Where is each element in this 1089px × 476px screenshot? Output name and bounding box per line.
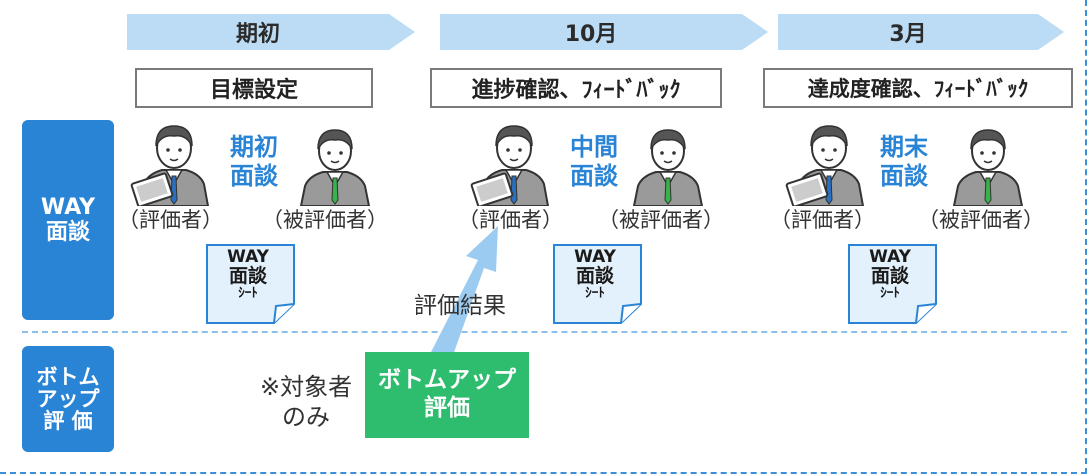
bottomup-line2: 評価 [424,395,470,421]
note-line2: のみ [282,403,331,431]
meeting-mid-line2: 面談 [570,161,618,190]
evaluator-icon [785,125,865,206]
side-bottomup-line2: アップ [36,386,100,411]
evaluatee-icon [299,129,371,206]
target-only-note: ※対象者 のみ [260,372,352,432]
note-line1: ※対象者 [260,373,353,401]
role-evaluatee: （被評価者） [598,208,724,232]
meeting-start-line1: 期初 [230,133,278,161]
meeting-end-line2: 面談 [880,161,928,190]
stage-achievement-check: 達成度確認、ﾌｨｰﾄﾞﾊﾞｯｸ [763,68,1073,108]
stage-progress-check: 進捗確認、ﾌｨｰﾄﾞﾊﾞｯｸ [430,68,722,108]
phase-bar-start: 期初 [127,14,389,50]
evaluation-result-label: 評価結果 [414,293,506,319]
sheet-label: WAY 面談 ｼｰﾄ [574,247,616,301]
role-evaluatee: （被評価者） [262,208,388,232]
meeting-label-end: 期末 面談 [880,133,928,191]
way-interview-sheet: WAY 面談 ｼｰﾄ [848,244,938,324]
role-evaluator: （評価者） [770,208,875,232]
side-bottomup-line3: 評 価 [43,409,93,434]
meeting-end-line1: 期末 [880,133,928,161]
section-divider [22,331,1067,333]
bottomup-evaluation-box: ボトムアップ 評価 [365,352,529,438]
phase-label-march: 3月 [889,22,927,47]
role-evaluator: （評価者） [458,208,563,232]
phase-label-start: 期初 [235,22,280,47]
phase-arrow-tip-1 [389,14,415,50]
evaluatee-icon [952,129,1024,206]
evaluatee-icon [632,129,704,206]
phase-label-october: 10月 [564,22,618,47]
phase-arrow-tip-3 [1038,14,1064,50]
way-interview-sheet: WAY 面談 ｼｰﾄ [206,244,296,324]
phase-bar-march: 3月 [778,14,1038,50]
side-bottomup-line1: ボトム [36,364,100,389]
phase-arrow-tip-2 [742,14,768,50]
side-label-way: WAY 面談 [22,120,114,320]
stage-goal-setting: 目標設定 [135,68,373,108]
sheet-label: WAY 面談 ｼｰﾄ [227,247,269,301]
side-label-bottomup: ボトム アップ 評 価 [22,346,114,452]
evaluator-icon [470,125,550,206]
meeting-label-start: 期初 面談 [230,133,278,191]
role-evaluatee: （被評価者） [918,208,1044,232]
sheet-label: WAY 面談 ｼｰﾄ [869,247,911,301]
meeting-label-mid: 中間 面談 [570,133,618,191]
meeting-mid-line1: 中間 [570,133,618,161]
way-interview-sheet: WAY 面談 ｼｰﾄ [553,244,643,324]
side-way-line2: 面談 [45,220,90,245]
evaluator-icon [130,125,210,206]
side-way-line1: WAY [40,194,96,220]
meeting-start-line2: 面談 [230,161,278,190]
bottomup-line1: ボトムアップ [378,367,516,394]
role-evaluator: （評価者） [118,208,223,232]
phase-bar-october: 10月 [440,14,742,50]
